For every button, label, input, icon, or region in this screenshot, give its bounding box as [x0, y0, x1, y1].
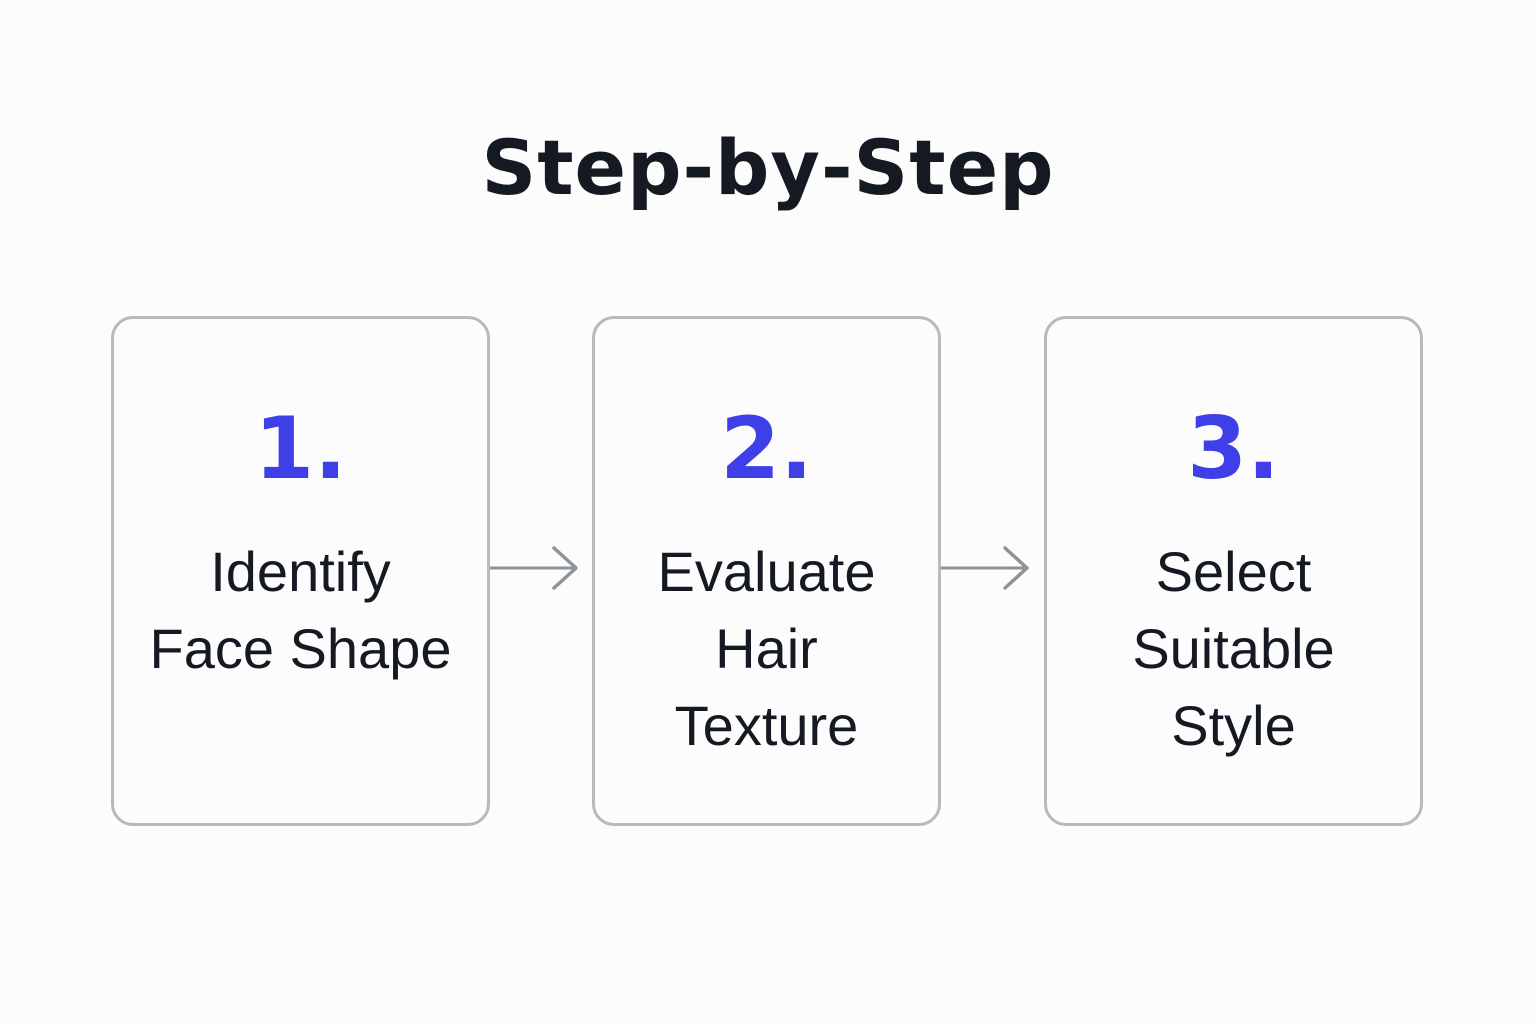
step-box-2: 2. Evaluate Hair Texture: [592, 316, 941, 826]
step-label-line: Evaluate: [657, 540, 876, 603]
arrow-right-icon: [490, 545, 582, 591]
step-label: Select Suitable Style: [1047, 533, 1420, 764]
step-label: Identify Face Shape: [114, 533, 487, 687]
step-box-3: 3. Select Suitable Style: [1044, 316, 1423, 826]
diagram-title: Step-by-Step: [481, 123, 1055, 212]
step-label-line: Texture: [674, 694, 859, 757]
step-label: Evaluate Hair Texture: [595, 533, 938, 764]
step-label-line: Style: [1171, 694, 1296, 757]
step-label-line: Identify: [210, 540, 391, 603]
arrow-right-icon: [941, 545, 1033, 591]
step-number: 2.: [720, 399, 813, 499]
step-label-line: Hair: [715, 617, 818, 680]
step-label-line: Face Shape: [149, 617, 452, 680]
step-number: 3.: [1187, 399, 1280, 499]
step-box-1: 1. Identify Face Shape: [111, 316, 490, 826]
step-label-line: Suitable: [1132, 617, 1335, 680]
step-label-line: Select: [1155, 540, 1312, 603]
step-number: 1.: [254, 399, 347, 499]
